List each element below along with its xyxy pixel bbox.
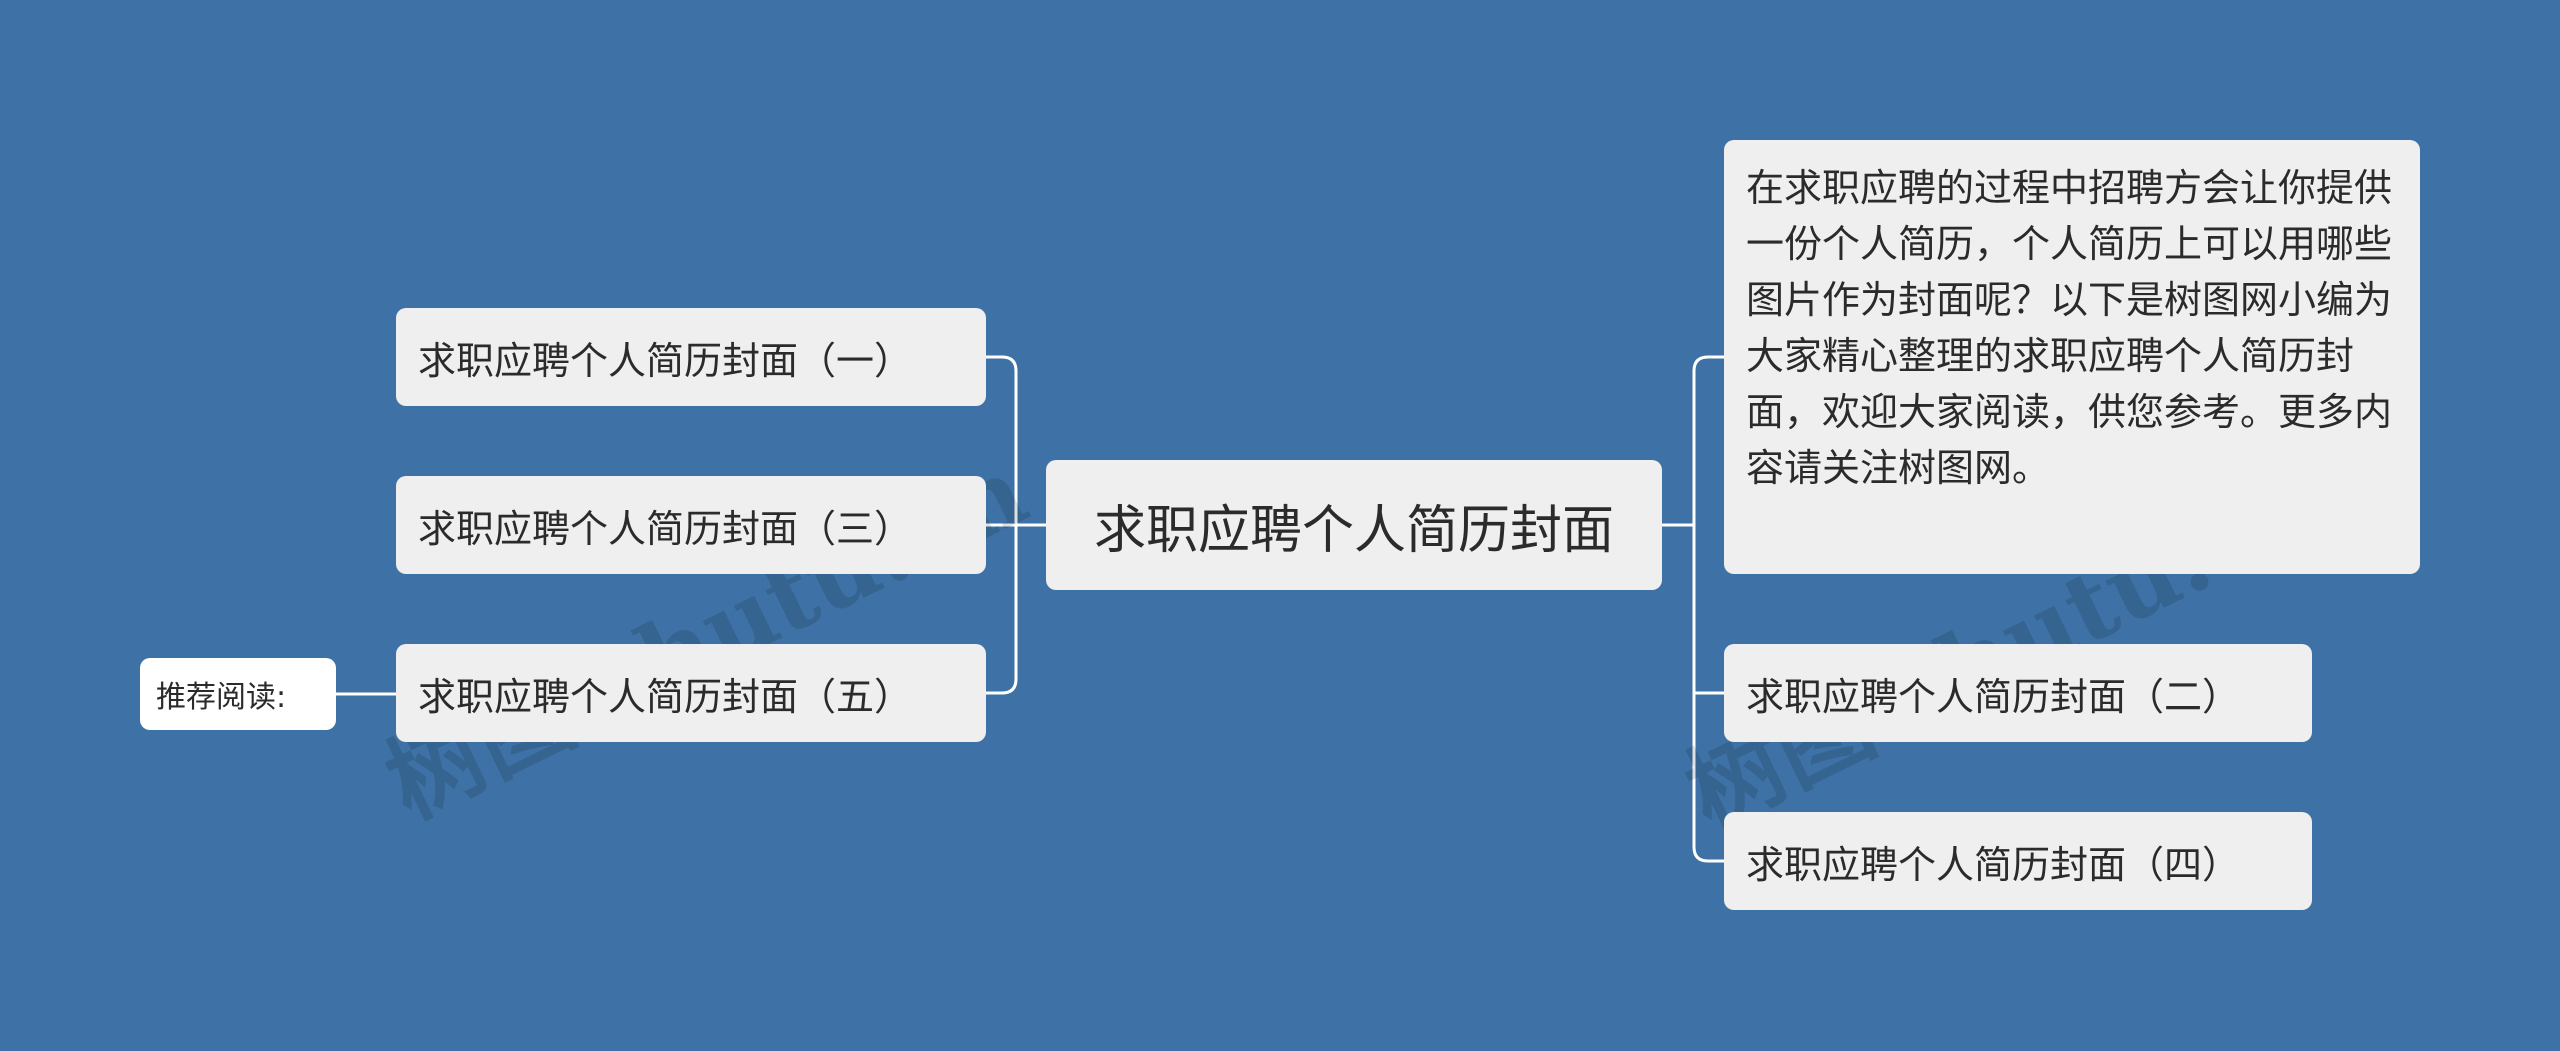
- branch-cover-2[interactable]: 求职应聘个人简历封面（二）: [1724, 644, 2312, 742]
- branch-cover-4[interactable]: 求职应聘个人简历封面（四）: [1724, 812, 2312, 910]
- branch-cover-5[interactable]: 求职应聘个人简历封面（五）: [396, 644, 986, 742]
- recommended-reading-tag: 推荐阅读:: [140, 658, 336, 730]
- branch-cover-3[interactable]: 求职应聘个人简历封面（三）: [396, 476, 986, 574]
- description-topic[interactable]: 在求职应聘的过程中招聘方会让你提供一份个人简历，个人简历上可以用哪些图片作为封面…: [1724, 140, 2420, 574]
- central-topic[interactable]: 求职应聘个人简历封面: [1046, 460, 1662, 590]
- branch-cover-1[interactable]: 求职应聘个人简历封面（一）: [396, 308, 986, 406]
